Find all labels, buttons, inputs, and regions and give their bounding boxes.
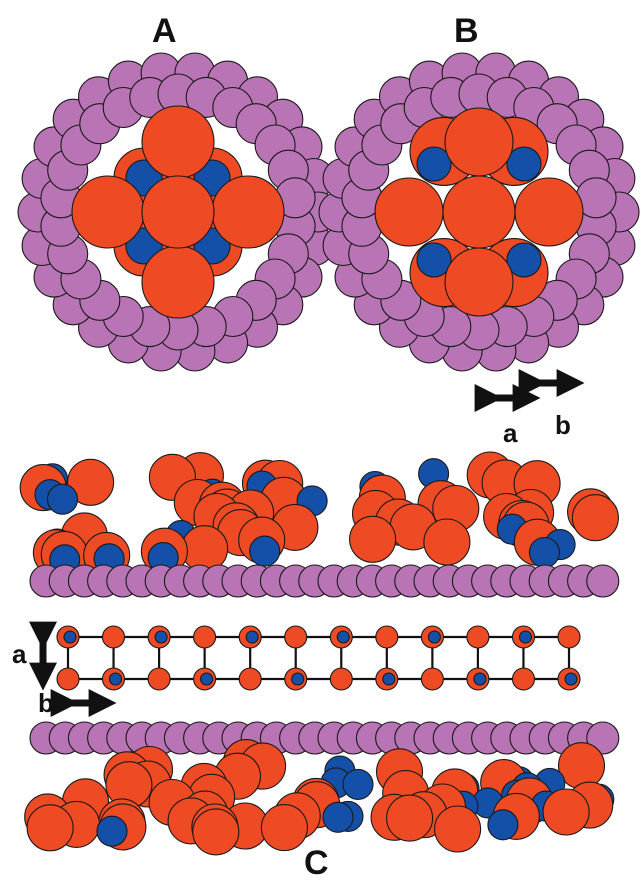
small-atom — [520, 631, 532, 643]
large-atom — [435, 806, 481, 852]
large-atom — [261, 805, 307, 851]
large-atom — [467, 626, 489, 648]
panel-a-cross-section — [18, 53, 338, 371]
small-atom — [428, 631, 440, 643]
small-atom — [507, 147, 541, 181]
panel-b-cross-section — [319, 53, 639, 371]
large-atom — [572, 495, 618, 541]
small-atom — [323, 802, 353, 832]
large-atom — [57, 668, 79, 690]
axis-label-b-top: b — [555, 412, 571, 438]
small-atom — [110, 673, 122, 685]
small-atom — [474, 673, 486, 685]
small-atom — [64, 631, 76, 643]
small-atom — [250, 536, 280, 566]
small-atom — [417, 243, 451, 277]
panel-label-a: A — [152, 14, 177, 48]
large-atom — [239, 668, 261, 690]
large-atom — [424, 519, 470, 565]
large-atom — [103, 626, 125, 648]
large-atom — [515, 178, 583, 246]
large-atom — [142, 106, 214, 178]
small-atom — [507, 243, 541, 277]
small-atom — [292, 673, 304, 685]
large-atom — [513, 668, 535, 690]
small-atom — [246, 631, 258, 643]
axis-label-b-side: b — [38, 690, 54, 716]
large-atom — [285, 626, 307, 648]
small-atom — [337, 631, 349, 643]
large-atom — [445, 248, 513, 316]
small-atom — [383, 673, 395, 685]
small-atom — [417, 147, 451, 181]
large-atom — [443, 176, 515, 248]
small-atom — [488, 810, 518, 840]
large-atom — [559, 743, 605, 789]
panel-label-b: B — [454, 14, 479, 48]
large-atom — [72, 176, 144, 248]
small-atom — [97, 816, 127, 846]
large-atom — [27, 805, 73, 851]
large-atom — [330, 668, 352, 690]
panel-c-lower-disordered-layer — [25, 722, 619, 855]
large-atom — [194, 626, 216, 648]
small-atom — [155, 631, 167, 643]
panel-label-c: C — [304, 846, 329, 880]
small-atom — [565, 673, 577, 685]
panel-c-ordered-chain — [57, 626, 580, 690]
panel-c-upper-disordered-layer — [20, 452, 619, 597]
large-atom — [350, 516, 396, 562]
large-atom — [193, 809, 239, 855]
large-atom — [387, 795, 433, 841]
large-atom — [445, 108, 513, 176]
large-atom — [212, 176, 284, 248]
axis-label-a-side: a — [12, 641, 26, 667]
large-atom — [543, 789, 589, 835]
large-atom — [375, 178, 443, 246]
wall-atom — [587, 565, 619, 597]
large-atom — [421, 668, 443, 690]
small-atom — [343, 769, 373, 799]
small-atom — [201, 673, 213, 685]
axis-label-a-top: a — [503, 420, 517, 446]
large-atom — [142, 246, 214, 318]
small-atom — [48, 484, 78, 514]
small-atom — [529, 538, 559, 568]
large-atom — [376, 626, 398, 648]
large-atom — [558, 626, 580, 648]
large-atom — [148, 668, 170, 690]
large-atom — [142, 176, 214, 248]
